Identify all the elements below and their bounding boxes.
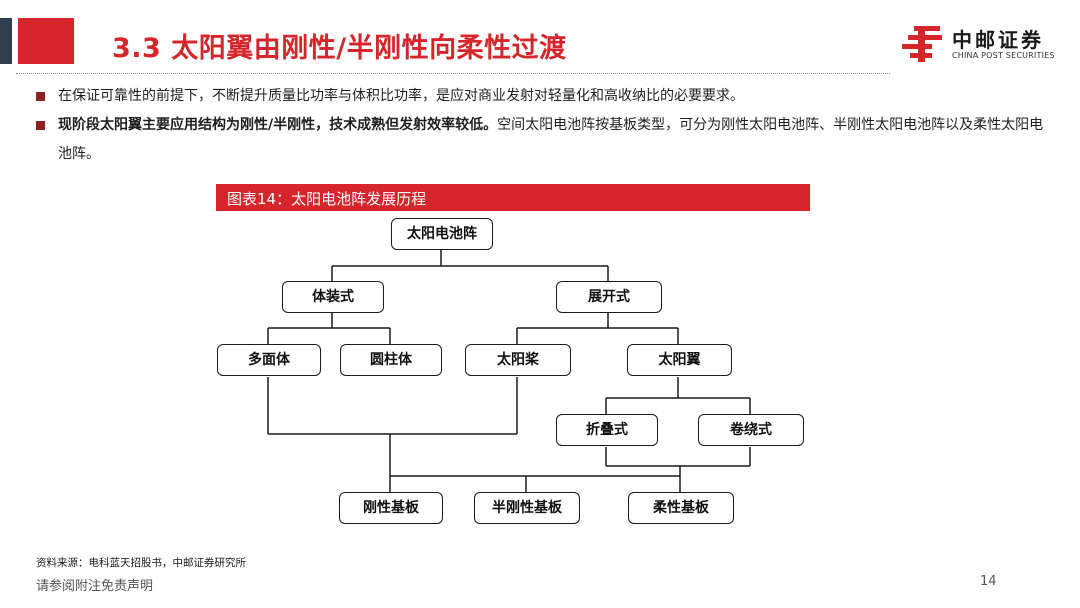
logo-name-chinese: 中邮证券 bbox=[952, 28, 1044, 52]
bullet-text: 现阶段太阳翼主要应用结构为刚性/半刚性，技术成熟但发射效率较低。空间太阳电池阵按… bbox=[58, 111, 1046, 169]
bullet-body: 空间太阳电池阵按基板类型，可分为刚性太阳电池阵、半刚性太阳电池阵以及柔性太阳电池… bbox=[58, 117, 1044, 162]
figure-caption-bar: 图表14：太阳电池阵发展历程 bbox=[216, 184, 810, 211]
title-accent-bar-red bbox=[18, 18, 74, 64]
node-cylinder: 圆柱体 bbox=[340, 344, 442, 376]
title-divider bbox=[16, 73, 890, 74]
bullet-square-icon bbox=[36, 92, 45, 101]
node-solar-paddle: 太阳桨 bbox=[465, 344, 571, 376]
page-title: 3.3 太阳翼由刚性/半刚性向柔性过渡 bbox=[112, 33, 567, 64]
bullet-item: 在保证可靠性的前提下，不断提升质量比功率与体积比功率，是应对商业发射对轻量化和高… bbox=[36, 82, 1046, 111]
disclaimer-text: 请参阅附注免责声明 bbox=[36, 579, 154, 594]
figure-caption: 图表14：太阳电池阵发展历程 bbox=[227, 190, 427, 208]
node-flexible-substrate: 柔性基板 bbox=[628, 492, 734, 524]
node-semi-rigid-substrate: 半刚性基板 bbox=[474, 492, 580, 524]
page-number: 14 bbox=[980, 574, 997, 589]
bullet-bold-lead: 现阶段太阳翼主要应用结构为刚性/半刚性，技术成熟但发射效率较低。 bbox=[58, 117, 498, 133]
source-note: 资料来源：电科蓝天招股书，中邮证券研究所 bbox=[36, 557, 246, 569]
node-deployable: 展开式 bbox=[556, 281, 662, 313]
title-accent-bar-dark bbox=[0, 18, 12, 64]
bullet-item: 现阶段太阳翼主要应用结构为刚性/半刚性，技术成熟但发射效率较低。空间太阳电池阵按… bbox=[36, 111, 1046, 169]
node-body-mounted: 体装式 bbox=[282, 281, 384, 313]
logo-name-english: CHINA POST SECURITIES bbox=[952, 51, 1055, 60]
node-polyhedron: 多面体 bbox=[217, 344, 321, 376]
company-logo: 中邮证券 CHINA POST SECURITIES bbox=[902, 22, 1072, 72]
node-solar-array: 太阳电池阵 bbox=[391, 218, 493, 250]
bullet-square-icon bbox=[36, 121, 45, 130]
node-rigid-substrate: 刚性基板 bbox=[339, 492, 443, 524]
china-post-logo-icon bbox=[902, 26, 942, 62]
node-folding: 折叠式 bbox=[556, 414, 658, 446]
bullet-text: 在保证可靠性的前提下，不断提升质量比功率与体积比功率，是应对商业发射对轻量化和高… bbox=[58, 88, 744, 104]
node-rolling: 卷绕式 bbox=[698, 414, 804, 446]
node-solar-wing: 太阳翼 bbox=[627, 344, 732, 376]
